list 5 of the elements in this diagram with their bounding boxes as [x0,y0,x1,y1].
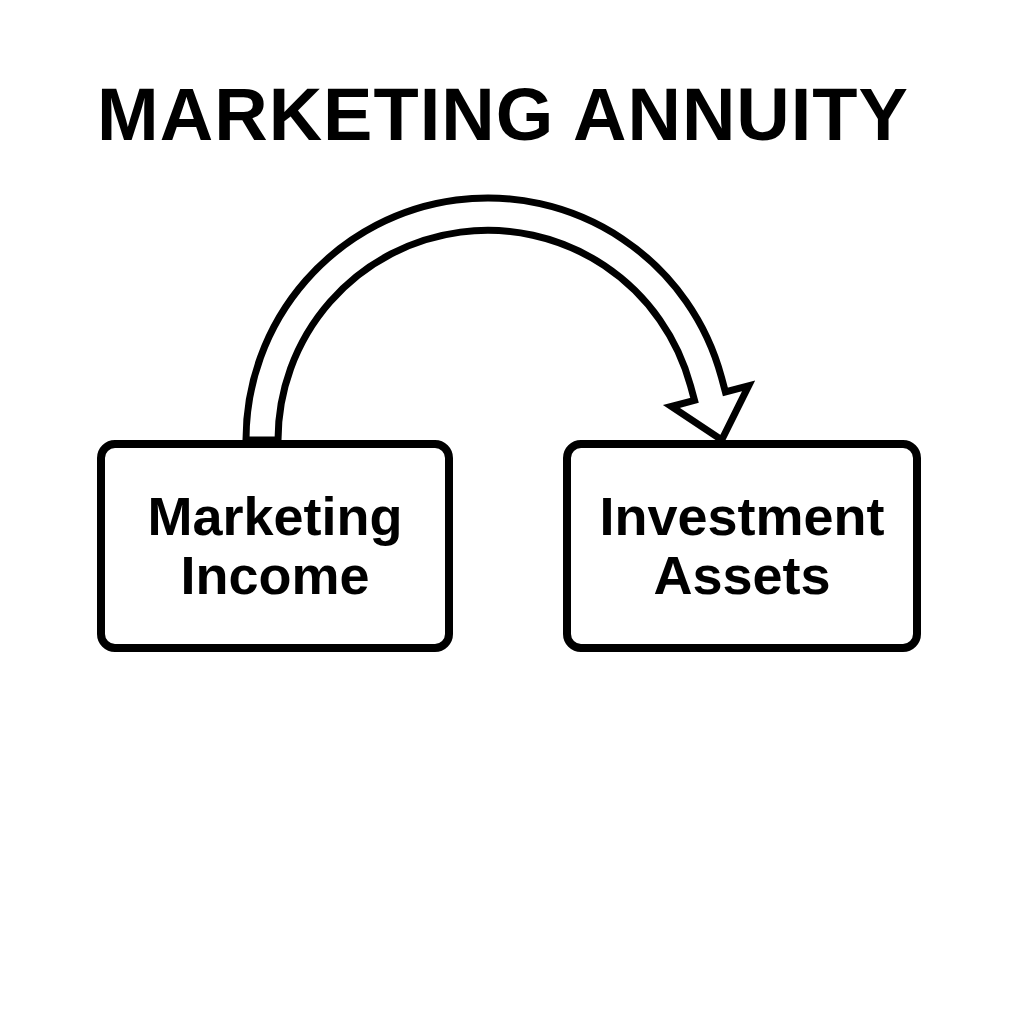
process-box [563,440,921,652]
box-label: Investment Assets [598,486,886,606]
box-label: Marketing Income [146,486,404,606]
title: MARKETING ANNUITY [96,78,910,152]
process-box [97,440,453,652]
